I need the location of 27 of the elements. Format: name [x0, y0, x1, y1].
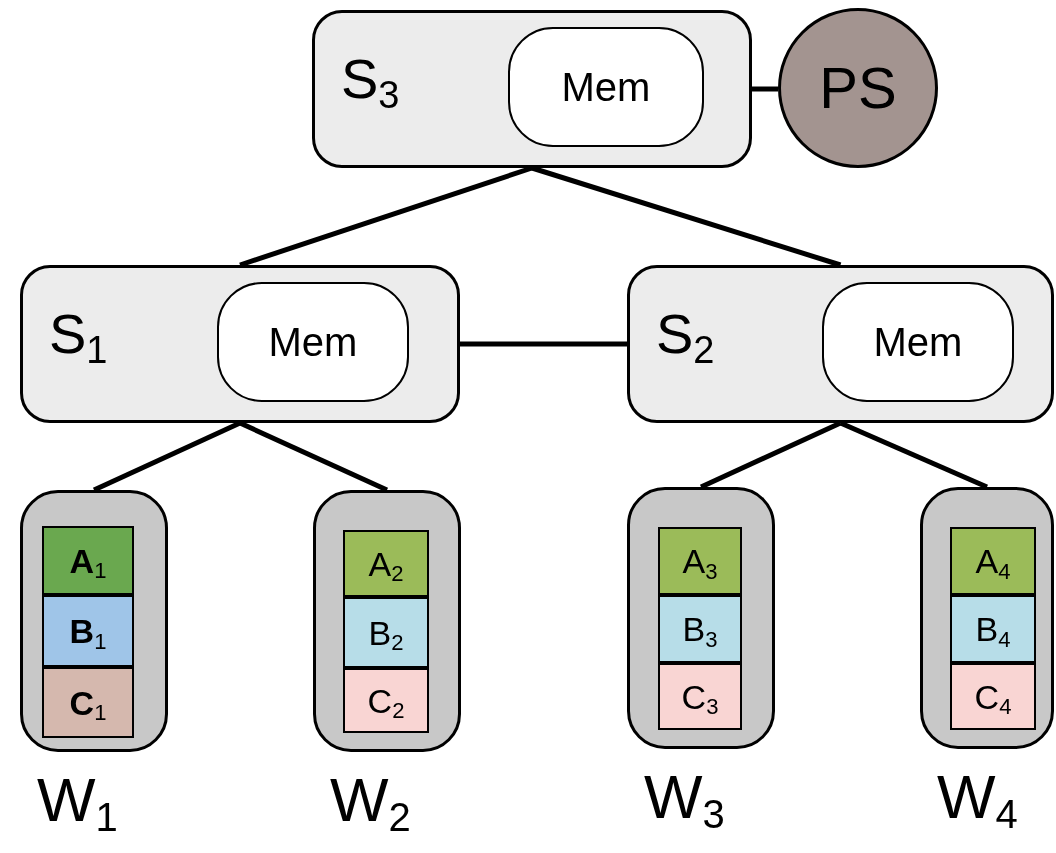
data-block: A$_{4}$: [950, 527, 1036, 595]
worker-label: W$_{4}$: [937, 766, 1018, 828]
data-block: C$_{2}$: [343, 668, 429, 733]
data-block: B$_{2}$: [343, 597, 429, 668]
data-block: B$_{3}$: [658, 595, 742, 663]
memory-box: Mem: [217, 282, 409, 402]
worker-label: W$_{1}$: [37, 769, 118, 831]
server-label: S$_{1}$: [49, 306, 108, 362]
data-block: A$_{1}$: [42, 526, 134, 595]
worker-label: W$_{2}$: [330, 769, 411, 831]
data-block: A$_{3}$: [658, 527, 742, 595]
data-block: B$_{1}$: [42, 595, 134, 667]
server-box: [312, 10, 752, 168]
server-box: [20, 265, 460, 423]
memory-box: Mem: [822, 282, 1014, 402]
server-label: S$_{2}$: [656, 306, 715, 362]
server-box: [627, 265, 1054, 423]
data-block: C$_{1}$: [42, 667, 134, 738]
connector-line: [752, 86, 778, 92]
data-block: A$_{2}$: [343, 530, 429, 597]
worker-label: W$_{3}$: [644, 766, 725, 828]
data-block: C$_{3}$: [658, 663, 742, 730]
connector-line: [460, 341, 627, 347]
data-block: B$_{4}$: [950, 595, 1036, 663]
data-block: C$_{4}$: [950, 663, 1036, 730]
memory-box: Mem: [508, 27, 704, 147]
server-label: S$_{3}$: [341, 51, 400, 107]
